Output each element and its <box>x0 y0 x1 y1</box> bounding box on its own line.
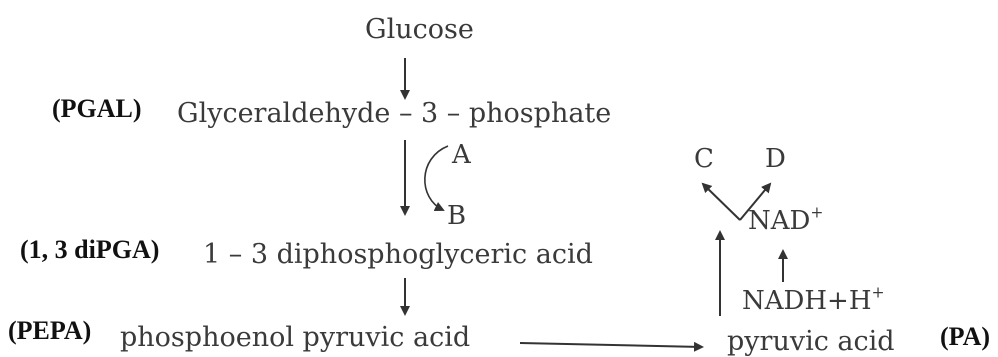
arrow-branch-to-d <box>739 182 772 221</box>
pepa-abbreviation: (PEPA) <box>8 316 92 345</box>
arrow-branch-to-c <box>701 182 741 221</box>
pa-abbreviation: (PA) <box>940 322 991 351</box>
label-d: D <box>765 144 786 174</box>
nad-label: NAD+ <box>748 205 823 236</box>
label-c: C <box>694 144 714 174</box>
pepa-label: phosphoenol pyruvic acid <box>120 322 471 353</box>
nadh-label: NADH+H+ <box>742 285 885 316</box>
glucose-label: Glucose <box>365 14 474 45</box>
pgal-abbreviation: (PGAL) <box>52 94 142 123</box>
pa-label: pyruvic acid <box>727 326 895 357</box>
arrow-pepa-to-pa <box>519 341 704 352</box>
nad-superscript: + <box>810 203 824 222</box>
arrow-a-to-b <box>424 145 449 212</box>
label-b: B <box>447 201 467 231</box>
nadh-base: NADH+H <box>742 286 872 316</box>
label-a: A <box>452 140 471 170</box>
dipga-abbreviation: (1, 3 diPGA) <box>20 235 160 264</box>
pgal-label: Glyceraldehyde – 3 – phosphate <box>177 98 612 129</box>
dipga-label: 1 – 3 diphosphoglyceric acid <box>203 239 593 270</box>
nadh-superscript: + <box>871 283 885 302</box>
nad-base: NAD <box>748 206 811 236</box>
